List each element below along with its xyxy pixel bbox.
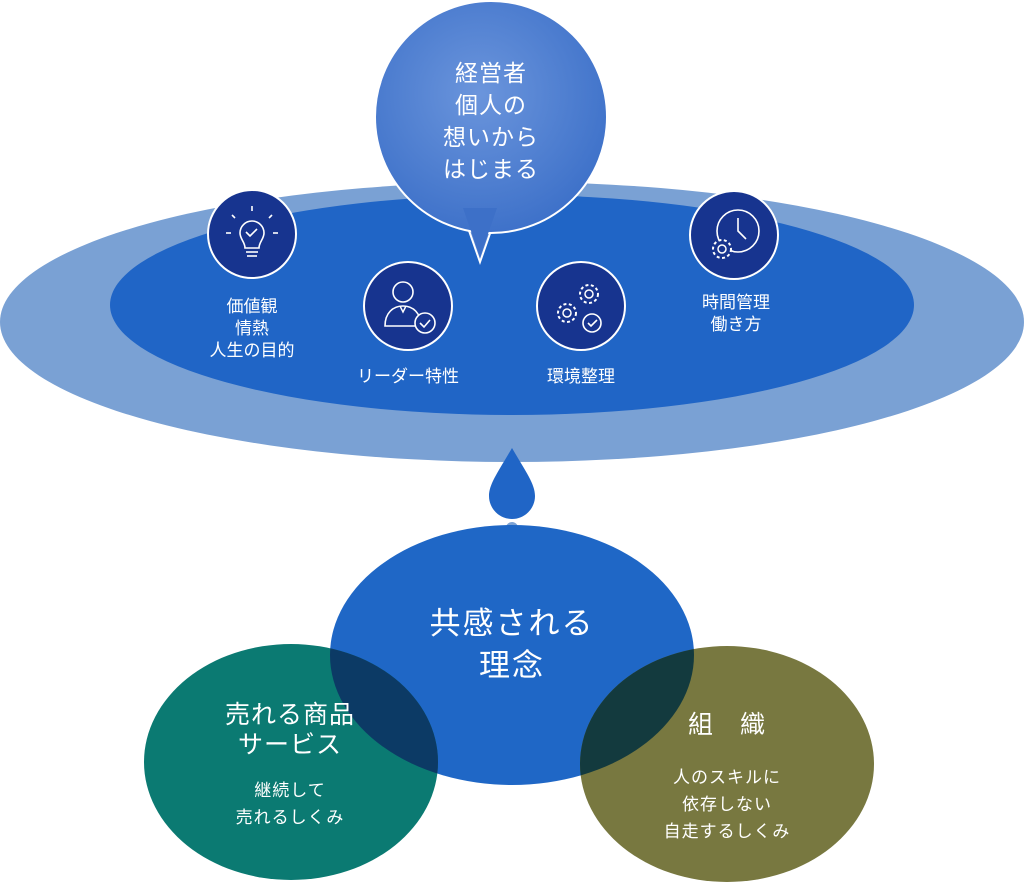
water-drop xyxy=(489,448,535,519)
leader-person-icon xyxy=(363,261,453,351)
pond-item-environment-label: 環境整理 xyxy=(547,367,615,387)
speech-bubble xyxy=(374,0,608,266)
right-circle-title: 組 織 xyxy=(687,710,766,739)
overlap-right xyxy=(580,646,694,785)
pond-item-time-label: 時間管理 働き方 xyxy=(702,293,770,335)
center-circle-title: 共感される 理念 xyxy=(429,606,595,684)
right-circle-subtitle: 人のスキルに 依存しない 自走するしくみ xyxy=(663,768,791,842)
pond-item-leader-label: リーダー特性 xyxy=(357,367,459,387)
lightbulb-icon xyxy=(207,189,297,279)
overlap-left xyxy=(330,644,438,785)
left-circle-subtitle: 継続して 売れるしくみ xyxy=(235,781,345,828)
gears-check-icon xyxy=(536,261,626,351)
pond-item-values-label: 価値観 情熱 人生の目的 xyxy=(209,297,295,361)
bubble-text: 経営者 個人の 想いから はじまる xyxy=(443,61,539,183)
clock-gear-icon xyxy=(689,190,779,280)
left-circle-title: 売れる商品 サービス xyxy=(224,700,355,759)
